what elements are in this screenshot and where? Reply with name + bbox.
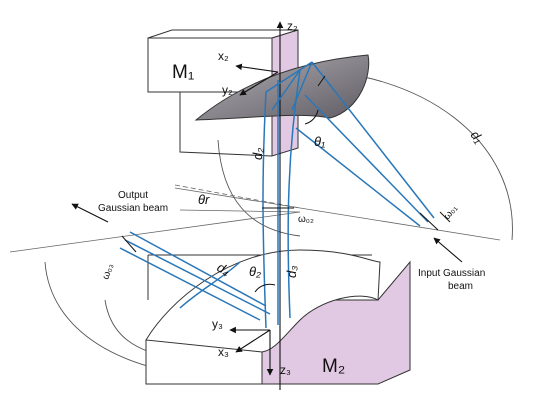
waist-markers — [121, 75, 451, 293]
m2-front-face — [145, 340, 263, 385]
output-arrow — [71, 203, 109, 223]
d1-tick-b — [317, 75, 326, 87]
label-w03: ω₀₃ — [100, 262, 115, 281]
label-input-line2: beam — [448, 281, 473, 292]
label-d3: d₃ — [284, 266, 299, 278]
lower-inner-arc — [104, 299, 151, 353]
direction-arrows — [71, 203, 463, 263]
label-input-line1: Input Gaussian — [418, 268, 485, 279]
theta1-arc — [304, 109, 319, 125]
m2-reflective-surface — [145, 249, 381, 353]
label-m1: M₁ — [172, 62, 194, 83]
m2-beam-fan — [179, 261, 241, 309]
input-beam-upper — [311, 61, 435, 219]
output-beam-center — [124, 239, 271, 315]
label-output-line2: Gaussian beam — [98, 203, 168, 214]
input-beam-center — [304, 94, 429, 223]
d1-tick-a — [439, 211, 451, 223]
label-d4: d₄ — [215, 259, 233, 278]
label-y2: y₂ — [222, 83, 233, 97]
label-y3: y₃ — [212, 317, 223, 331]
label-m2: M₂ — [322, 356, 345, 377]
upper-inner-arc — [217, 139, 301, 237]
output-beam-lower — [119, 247, 261, 321]
w03-marker — [121, 235, 137, 253]
m1-reflective-surface — [194, 54, 370, 121]
label-d1: d₁ — [468, 128, 487, 146]
label-theta2: θ₂ — [249, 264, 261, 279]
label-theta-r: θr — [198, 192, 210, 207]
label-z2: z₂ — [287, 19, 298, 33]
y2-axis — [239, 71, 279, 96]
m1-lower-edge — [148, 91, 273, 157]
theta-r-lower-line — [179, 209, 301, 213]
x3-axis — [235, 329, 271, 353]
label-w01: ω₀₁ — [442, 202, 460, 221]
label-theta1: θ₁ — [314, 134, 325, 149]
label-x2: x₂ — [218, 49, 229, 63]
label-w02: ω₀₂ — [298, 214, 314, 225]
input-beam-lower — [295, 127, 421, 227]
label-d2: d₂ — [250, 148, 265, 160]
vertical-beam-left — [262, 91, 267, 329]
label-x3: x₃ — [218, 345, 229, 359]
x2-axis — [235, 63, 279, 73]
mid-dashed-line — [174, 184, 301, 209]
m1-beam-fan — [265, 61, 313, 111]
lower-horizontal-line — [9, 211, 301, 253]
label-z3: z₃ — [280, 363, 291, 377]
beam-paths — [119, 61, 435, 329]
input-arrow — [433, 237, 463, 263]
output-beam-upper — [129, 231, 267, 307]
label-output-line1: Output — [118, 190, 148, 201]
mirror-m1-block — [147, 29, 299, 157]
upper-horizontal-line — [174, 187, 501, 241]
theta2-arc — [254, 283, 276, 293]
w01-marker — [419, 212, 439, 231]
